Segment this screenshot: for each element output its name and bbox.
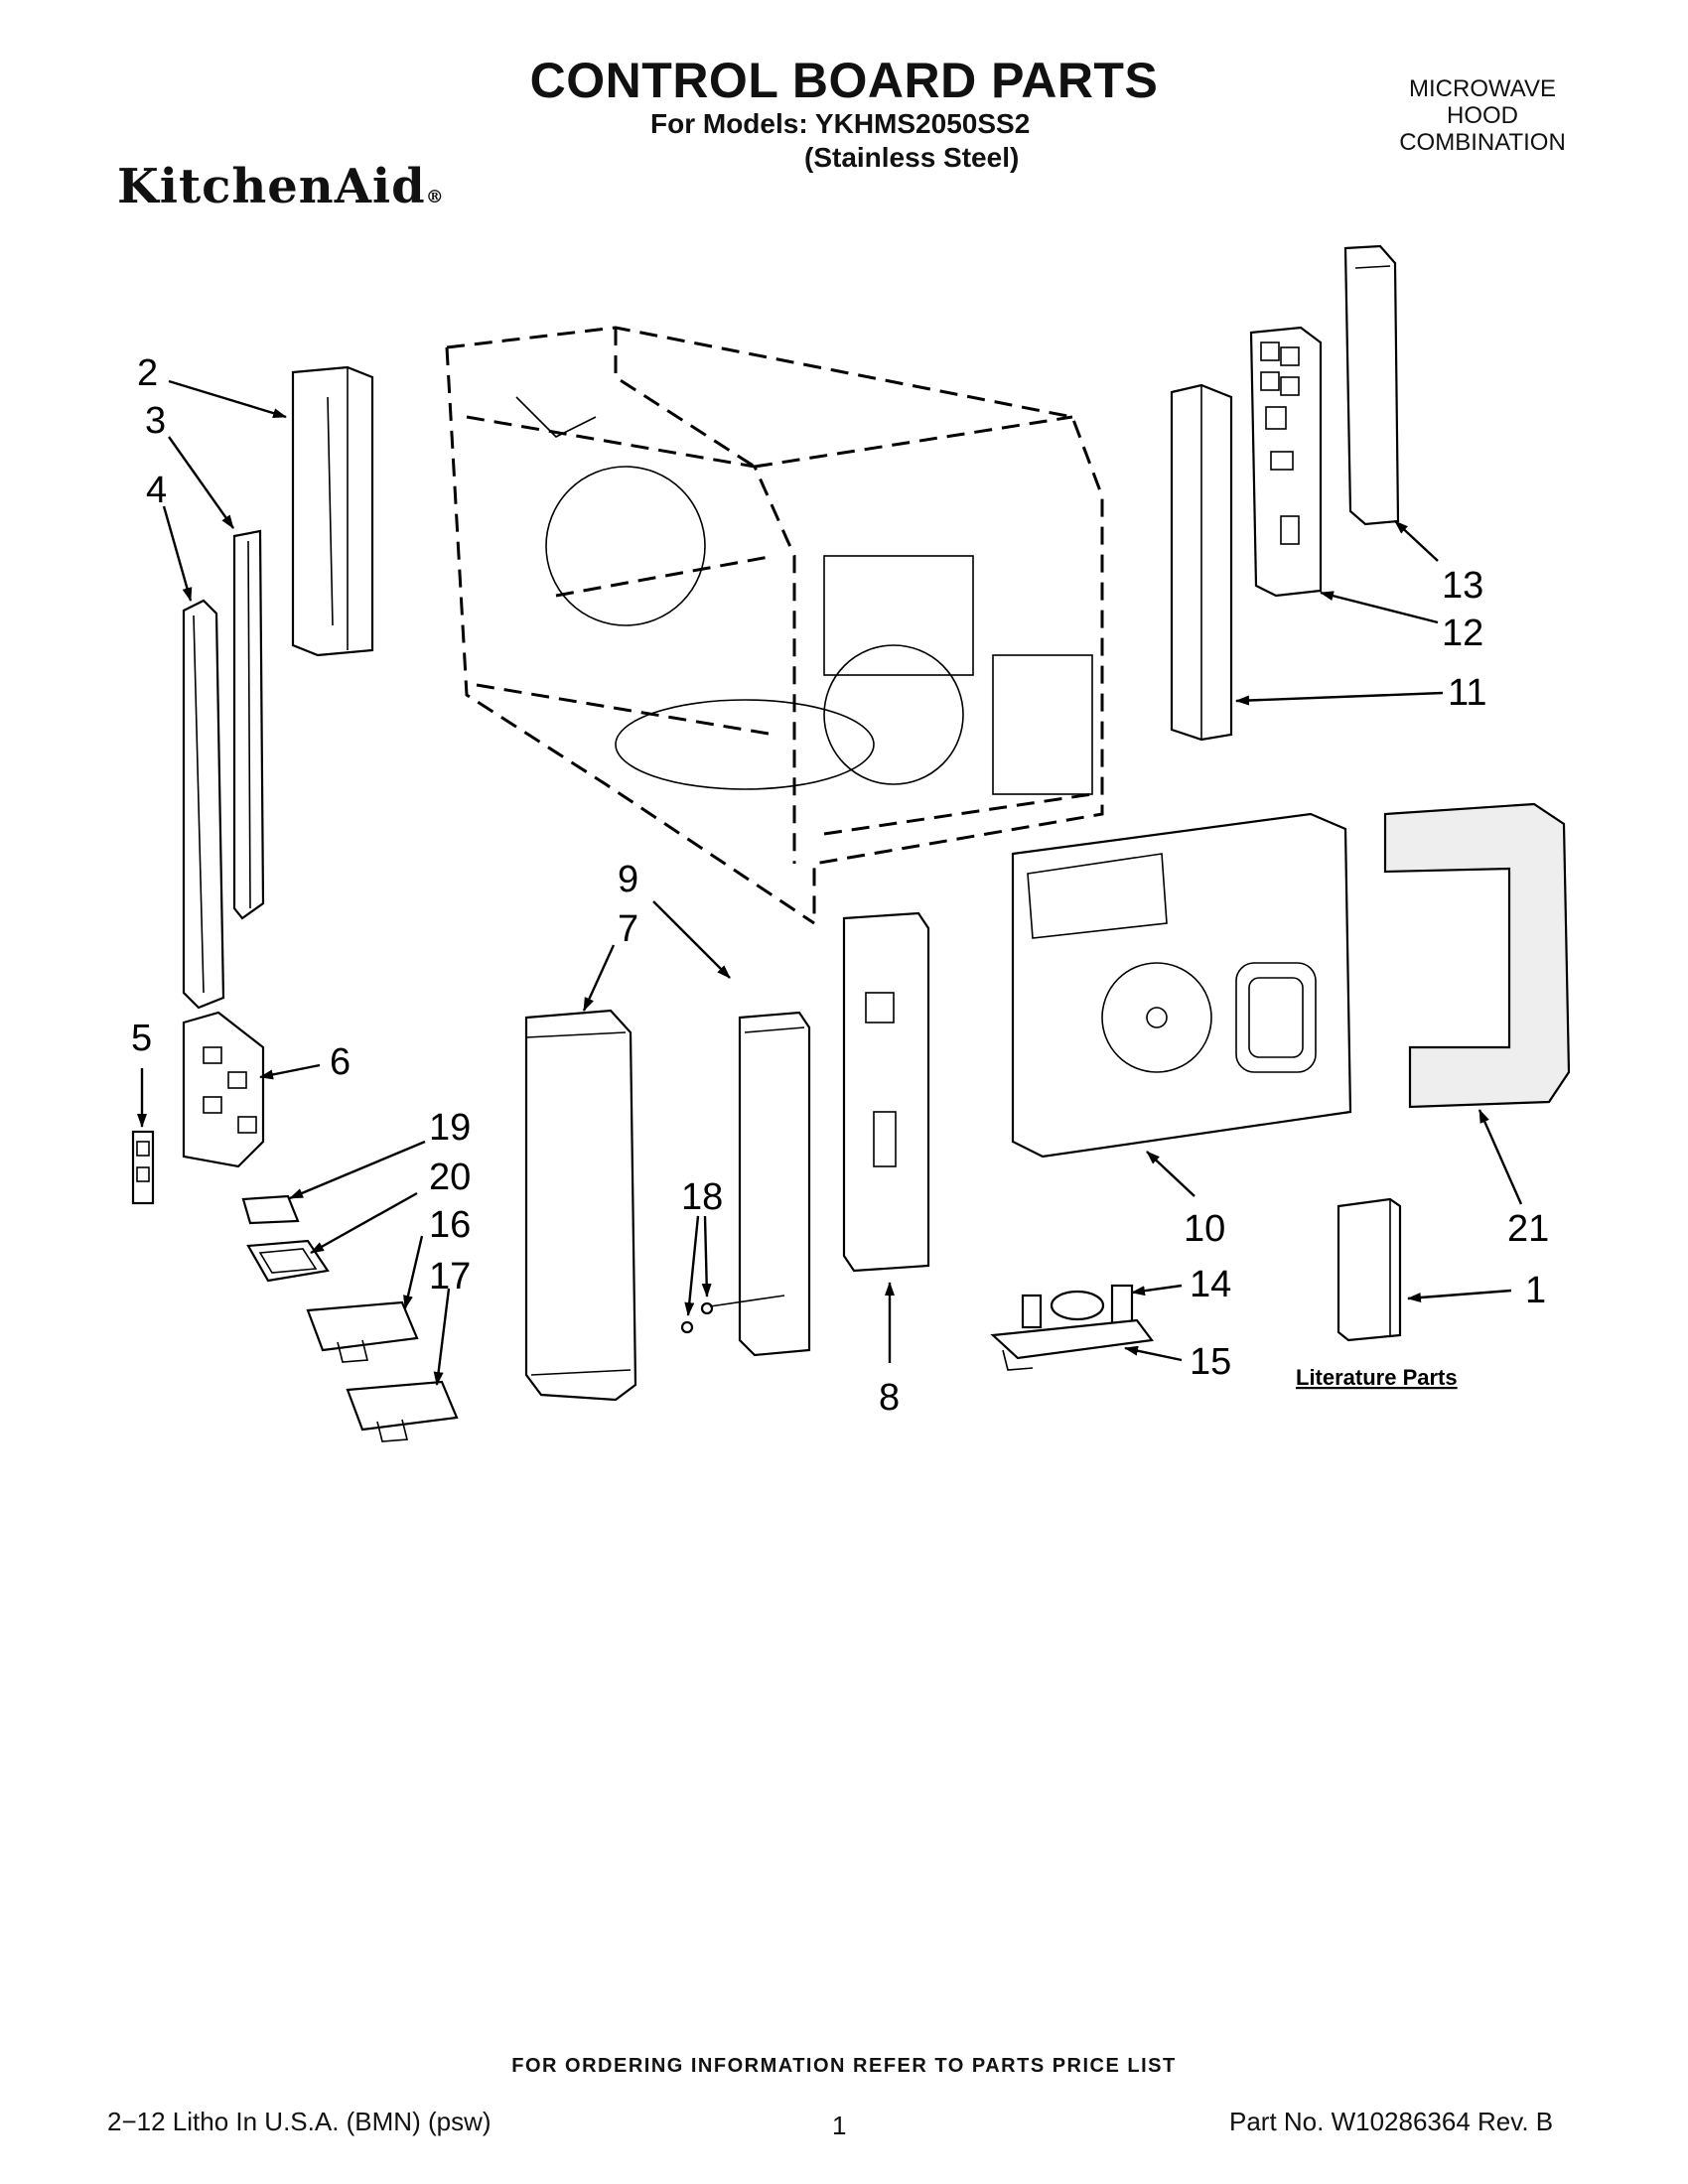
part-17-button-set [346,1380,459,1442]
part-10-bottom-plate [1011,812,1352,1159]
part-3-panel [232,529,265,920]
part-number: Part No. W10286364 Rev. B [1229,2107,1554,2136]
model-type: MICROWAVE HOOD COMBINATION [1378,75,1587,156]
part-18-screws [680,1295,785,1334]
page-title: CONTROL BOARD PARTS [529,53,1159,108]
registered-mark: ® [425,187,445,207]
part-12-control-board [1249,326,1323,598]
part-16-button-set [306,1300,419,1363]
callout-4: 4 [146,470,167,511]
part-19-label [241,1194,300,1225]
callout-5: 5 [131,1018,152,1059]
callout-9: 9 [618,859,638,900]
part-15-filter-bracket [990,1318,1155,1371]
callout-20: 20 [429,1157,471,1198]
callout-8: 8 [879,1377,900,1419]
part-11-side-panel [1170,383,1233,742]
callout-18: 18 [681,1176,723,1218]
part-5-switch [131,1130,155,1205]
part-9-support-panel [738,1011,811,1357]
literature-parts-label: Literature Parts [1296,1365,1458,1390]
callout-7: 7 [618,908,638,950]
part-2-bracket [291,365,374,657]
callout-6: 6 [330,1041,351,1083]
callout-2: 2 [137,352,158,394]
motor-opening [823,644,964,785]
model-info: For Models: YKHMS2050SS2 (Stainless Stee… [650,107,1030,175]
ordering-note: FOR ORDERING INFORMATION REFER TO PARTS … [511,2055,1177,2077]
brand-name: KitchenAid [117,159,426,214]
model-type-line-1: MICROWAVE [1409,75,1556,102]
callout-16: 16 [429,1204,471,1246]
part-7-control-panel [524,1009,637,1402]
callout-13: 13 [1442,565,1483,607]
part-4-trim-strip [182,599,225,1010]
callout-11: 11 [1448,672,1486,714]
callout-19: 19 [429,1107,471,1149]
part-6-keypad-board [182,1011,265,1168]
part-21-gasket [1383,802,1571,1109]
part-1-literature [1336,1197,1402,1342]
callout-21: 21 [1507,1208,1549,1250]
callout-10: 10 [1184,1208,1225,1250]
model-type-line-2: HOOD [1447,102,1518,129]
callout-15: 15 [1190,1341,1231,1383]
page-number: 1 [832,2111,847,2140]
callout-3: 3 [145,400,166,442]
finish-line: (Stainless Steel) [804,142,1020,173]
microwave-cabinet [445,326,1104,925]
part-8-mounting-plate [842,911,930,1273]
callout-1: 1 [1525,1270,1546,1311]
callout-12: 12 [1442,613,1483,654]
part-14-noise-filter [1021,1284,1134,1329]
callout-14: 14 [1190,1264,1231,1305]
callout-17: 17 [429,1256,471,1297]
part-13-board-cover [1343,244,1400,526]
litho-info: 2−12 Litho In U.S.A. (BMN) (psw) [107,2107,492,2136]
part-20-frame [246,1239,330,1283]
fan-opening [545,466,706,626]
models-line: For Models: YKHMS2050SS2 [650,108,1031,139]
brand-logo: KitchenAid® [117,159,445,214]
model-type-line-3: COMBINATION [1399,129,1566,156]
